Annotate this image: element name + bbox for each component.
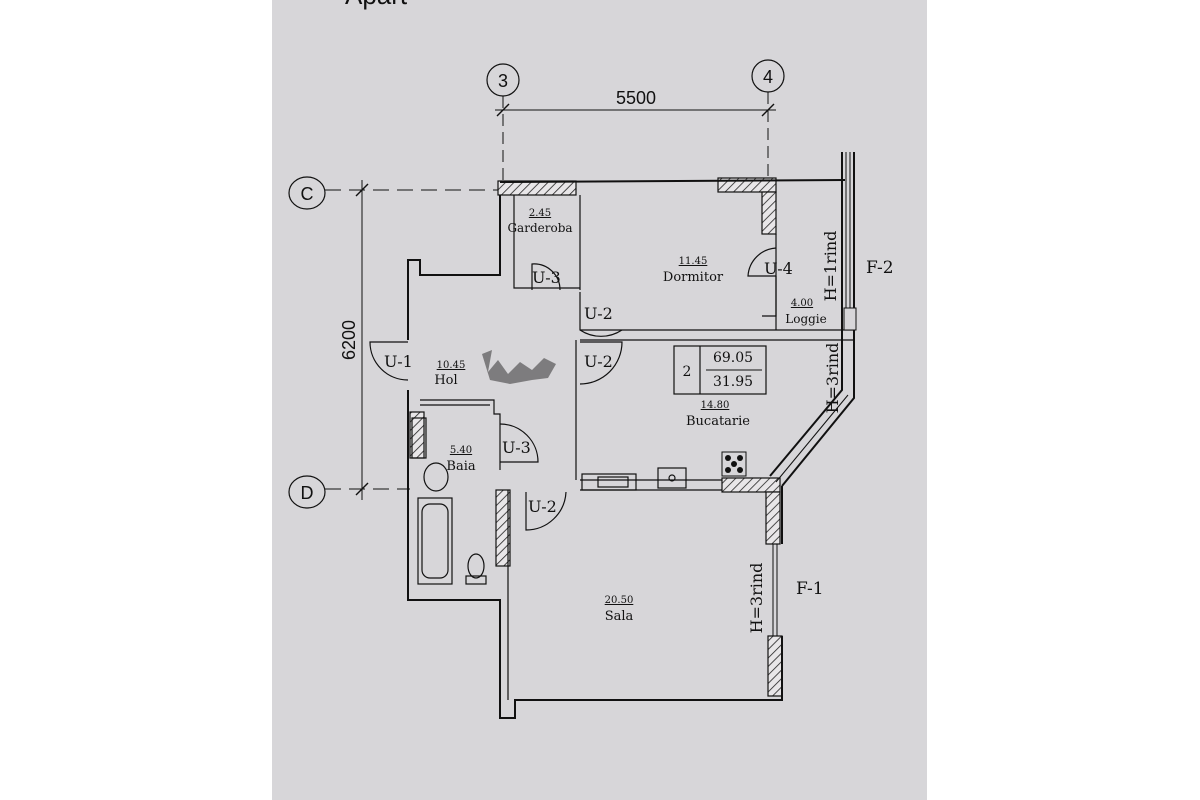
window-f1-label: F-1	[796, 579, 824, 599]
bath-sink	[423, 462, 449, 492]
loggie-area: 4.00	[791, 298, 813, 309]
door-u3-top-label: U-3	[532, 268, 561, 287]
window-labels: H=1rind H=3rind H=3rind F-2 F-1	[747, 231, 894, 634]
garderoba-name: Garderoba	[507, 221, 572, 235]
door-labels: U-1 U-3 U-2 U-4 U-2 U-3 U-2	[384, 259, 793, 516]
dormitor-name: Dormitor	[663, 270, 724, 285]
summary-room-count: 2	[683, 364, 692, 380]
width-dimension: 5500	[616, 88, 656, 108]
garderoba-area: 2.45	[529, 208, 551, 219]
window-f2-label: F-2	[866, 258, 894, 278]
doors	[369, 247, 777, 531]
axis-d-circle	[288, 475, 326, 509]
door-u2-sala-label: U-2	[528, 497, 557, 516]
header-text: Apart	[345, 0, 408, 10]
axis-c-circle	[288, 176, 326, 210]
axis-d-label: D	[301, 483, 314, 503]
axis-4-label: 4	[763, 67, 773, 87]
room-labels: 2.45 Garderoba 11.45 Dormitor 4.00 Loggi…	[434, 208, 826, 624]
window-h3rind-sala-label: H=3rind	[747, 563, 766, 634]
walls	[407, 152, 855, 719]
axis-c-label: C	[301, 184, 314, 204]
baia-name: Baia	[446, 459, 475, 474]
stamp-mark	[482, 350, 556, 384]
door-u3-bath-label: U-3	[502, 438, 531, 457]
summary-total-area: 69.05	[713, 350, 753, 366]
plan-sheet	[272, 0, 927, 800]
window-h3rind-kitchen-label: H=3rind	[823, 343, 842, 414]
axis-markers: 3 4 C D	[288, 59, 785, 509]
bathtub	[417, 497, 453, 585]
dimension-lines: 5500 6200	[339, 88, 776, 500]
hol-area: 10.45	[437, 360, 466, 371]
kitchen-counter	[581, 473, 637, 491]
toilet	[467, 553, 485, 579]
hol-name: Hol	[434, 373, 457, 388]
sala-name: Sala	[605, 609, 634, 624]
loggie-name: Loggie	[785, 312, 827, 326]
sala-area: 20.50	[605, 595, 634, 606]
apartment-summary: 2 69.05 31.95	[673, 345, 767, 395]
baia-area: 5.40	[450, 445, 472, 456]
kitchen-sink	[657, 467, 687, 489]
window-h1rind-label: H=1rind	[821, 231, 840, 302]
fixtures	[411, 417, 747, 585]
bucatarie-area: 14.80	[701, 400, 730, 411]
door-u2-dorm-label: U-2	[584, 304, 613, 323]
door-u1-label: U-1	[384, 352, 413, 371]
bucatarie-name: Bucatarie	[686, 414, 750, 429]
summary-living-area: 31.95	[713, 374, 753, 390]
door-u4-label: U-4	[764, 259, 793, 278]
height-dimension: 6200	[339, 320, 359, 360]
axis-3-label: 3	[498, 71, 508, 91]
door-u2-kitchen-label: U-2	[584, 352, 613, 371]
dormitor-area: 11.45	[679, 256, 708, 267]
windows	[772, 152, 857, 636]
